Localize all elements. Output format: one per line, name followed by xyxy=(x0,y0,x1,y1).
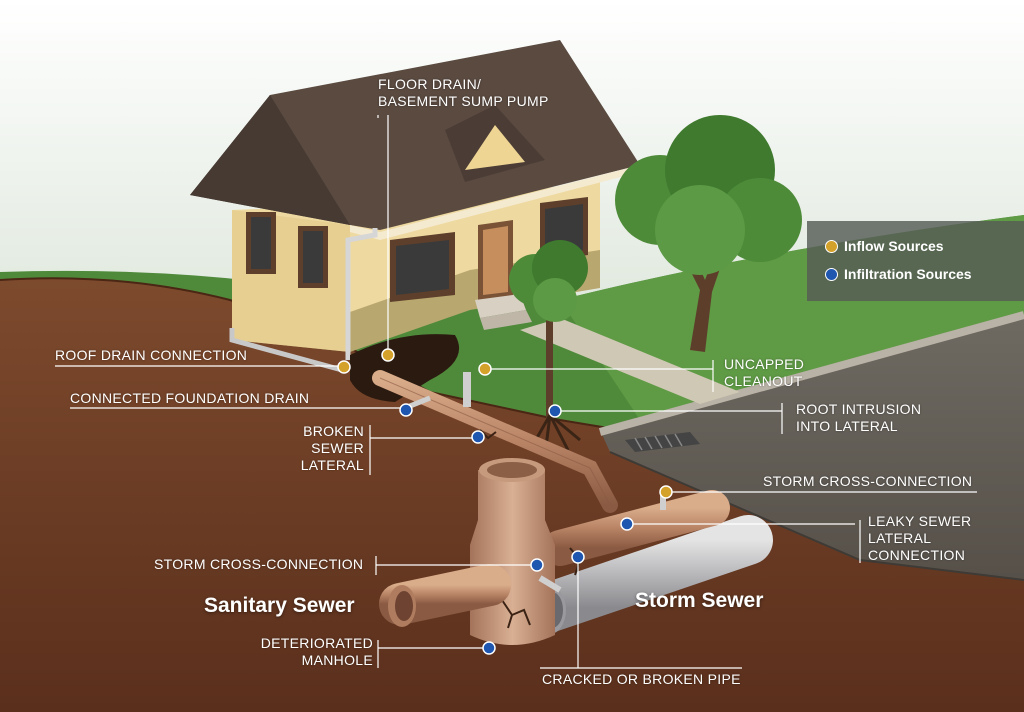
marker-floor-drain xyxy=(381,348,395,362)
marker-cracked-pipe xyxy=(571,550,585,564)
label-storm-cross-right: STORM CROSS-CONNECTION xyxy=(763,473,973,489)
infiltration-dot-icon xyxy=(825,267,838,281)
marker-broken-lateral xyxy=(471,430,485,444)
marker-storm-cross-right xyxy=(659,485,673,499)
label-floor-drain: FLOOR DRAIN/BASEMENT SUMP PUMP xyxy=(378,76,549,109)
legend-item-infiltration: Infiltration Sources xyxy=(825,266,972,282)
large-tree xyxy=(615,115,802,352)
label-storm-cross-left: STORM CROSS-CONNECTION xyxy=(154,556,364,572)
marker-storm-cross-left xyxy=(530,558,544,572)
marker-uncapped-cleanout xyxy=(478,362,492,376)
legend-item-inflow: Inflow Sources xyxy=(825,238,944,254)
label-foundation-drain: CONNECTED FOUNDATION DRAIN xyxy=(70,390,310,406)
sanitary-sewer-pipe xyxy=(379,564,511,627)
legend: Inflow Sources Infiltration Sources xyxy=(807,221,1024,301)
marker-manhole xyxy=(482,641,496,655)
label-roof-drain: ROOF DRAIN CONNECTION xyxy=(55,347,248,363)
title-sanitary-sewer: Sanitary Sewer xyxy=(204,594,355,617)
legend-label-infiltration: Infiltration Sources xyxy=(844,266,972,282)
marker-roof-drain xyxy=(337,360,351,374)
inflow-dot-icon xyxy=(825,239,838,253)
marker-root-intrusion xyxy=(548,404,562,418)
legend-label-inflow: Inflow Sources xyxy=(844,238,944,254)
title-storm-sewer: Storm Sewer xyxy=(635,589,764,612)
small-tree xyxy=(509,240,588,456)
marker-foundation-drain xyxy=(399,403,413,417)
label-cracked-pipe: CRACKED OR BROKEN PIPE xyxy=(542,671,741,687)
marker-leaky-lateral xyxy=(620,517,634,531)
